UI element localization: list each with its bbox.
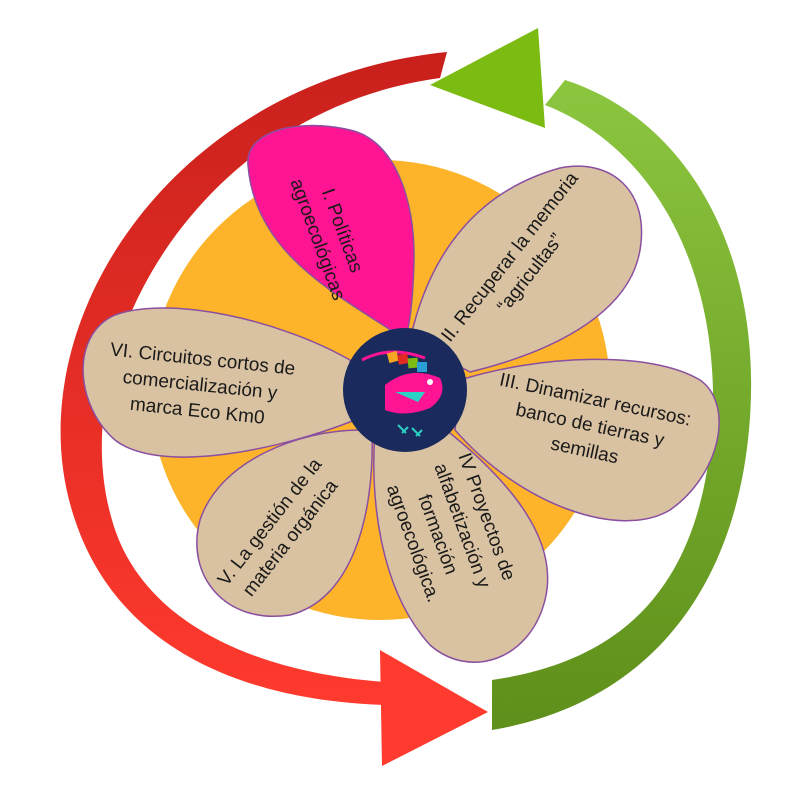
petal-5: V. La gestión de lamateria orgánica — [196, 429, 373, 617]
red-arrow-head — [380, 650, 488, 766]
petal-4: IV Proyectos dealfabetización yformación… — [373, 424, 549, 663]
petal-shape-5 — [196, 429, 373, 617]
petal-3: III. Dinamizar recursos:banco de tierras… — [454, 358, 720, 522]
petal-shape-2 — [409, 165, 643, 373]
center-emblem — [343, 328, 467, 452]
insect-logo-icon — [361, 350, 443, 437]
red-cycle-arrow-body — [60, 52, 447, 705]
petal-shape-3 — [454, 358, 720, 522]
green-arrow-head — [430, 28, 545, 128]
petal-6: VI. Circuitos cortos decomercialización … — [82, 307, 356, 458]
petal-shape-4 — [373, 424, 549, 663]
green-cycle-arrow-body — [492, 80, 752, 730]
petal-1: I. Políticasagroecológicas — [247, 124, 415, 342]
petal-shape-6 — [82, 307, 356, 458]
cycle-arrows — [60, 28, 752, 766]
petal-shape-1 — [247, 124, 415, 342]
